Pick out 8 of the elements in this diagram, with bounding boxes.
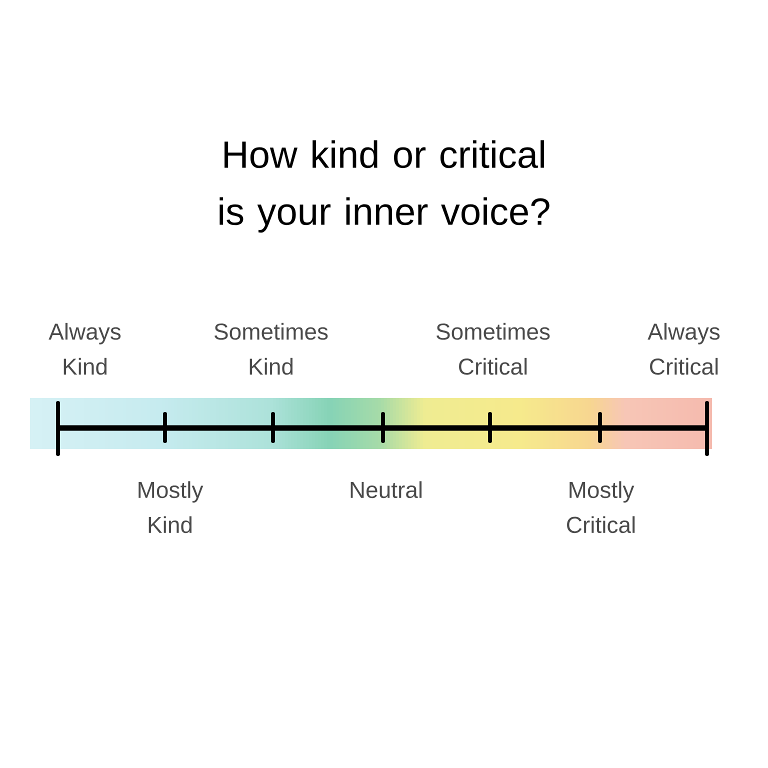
scale-label: Sometimes Critical bbox=[436, 322, 550, 375]
scale-label: Always Critical bbox=[648, 322, 720, 375]
scale-label: Always Kind bbox=[48, 322, 121, 375]
scale-label: Mostly Kind bbox=[138, 481, 204, 534]
scale-label: Mostly Critical bbox=[567, 481, 635, 534]
title: How kind or critical is your inner voice? bbox=[220, 140, 550, 233]
scale-label: Sometimes Kind bbox=[214, 322, 328, 375]
scale-label: Neutral bbox=[350, 481, 422, 498]
